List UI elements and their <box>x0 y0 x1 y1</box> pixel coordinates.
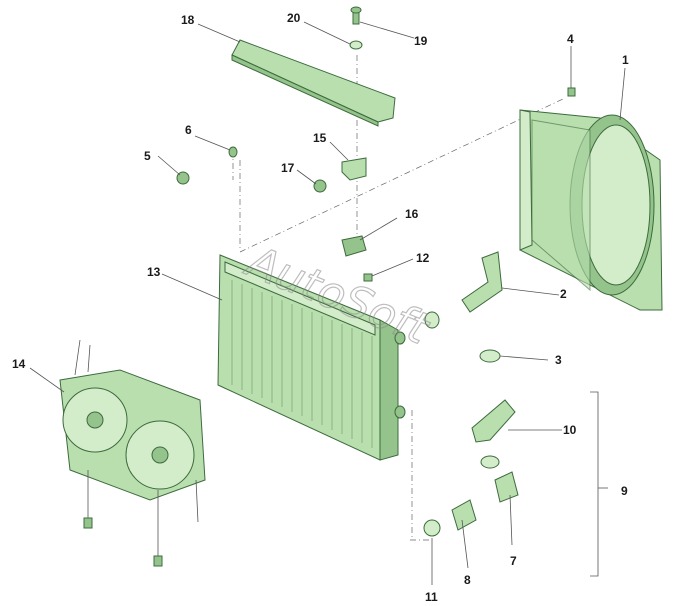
small-bolt <box>567 87 576 97</box>
label-20: 20 <box>287 11 301 25</box>
label-2: 2 <box>560 287 567 301</box>
label-1: 1 <box>622 53 629 67</box>
label-4: 4 <box>567 32 574 46</box>
lower-hose <box>471 399 516 443</box>
label-12: 12 <box>416 251 430 265</box>
label-15: 15 <box>313 131 327 145</box>
label-5: 5 <box>144 149 151 163</box>
label-13: 13 <box>147 265 161 279</box>
upper-hose <box>461 251 503 313</box>
rubber-mount <box>341 235 367 257</box>
hose-connectors <box>423 455 519 537</box>
label-11: 11 <box>425 590 438 604</box>
fan-shroud <box>519 109 663 311</box>
nuts <box>176 146 327 193</box>
leader-lines <box>29 21 626 585</box>
callout-labels: 1 2 3 4 5 6 7 8 9 10 11 12 13 14 15 16 1… <box>12 11 629 604</box>
label-19: 19 <box>414 34 428 48</box>
small-bracket <box>341 157 367 181</box>
label-10: 10 <box>563 423 577 437</box>
label-8: 8 <box>464 573 471 587</box>
label-6: 6 <box>185 123 192 137</box>
bolt-washer <box>349 6 363 50</box>
label-17: 17 <box>281 161 295 175</box>
label-16: 16 <box>405 207 419 221</box>
label-7: 7 <box>510 554 517 568</box>
top-bracket <box>231 39 396 127</box>
label-9: 9 <box>621 484 628 498</box>
label-3: 3 <box>555 353 562 367</box>
label-18: 18 <box>181 13 195 27</box>
clamps <box>424 311 501 363</box>
label-14: 14 <box>12 357 26 371</box>
electric-fans <box>59 339 206 567</box>
drain-plug <box>363 273 373 282</box>
radiator <box>217 254 406 461</box>
group-bracket <box>590 391 599 577</box>
